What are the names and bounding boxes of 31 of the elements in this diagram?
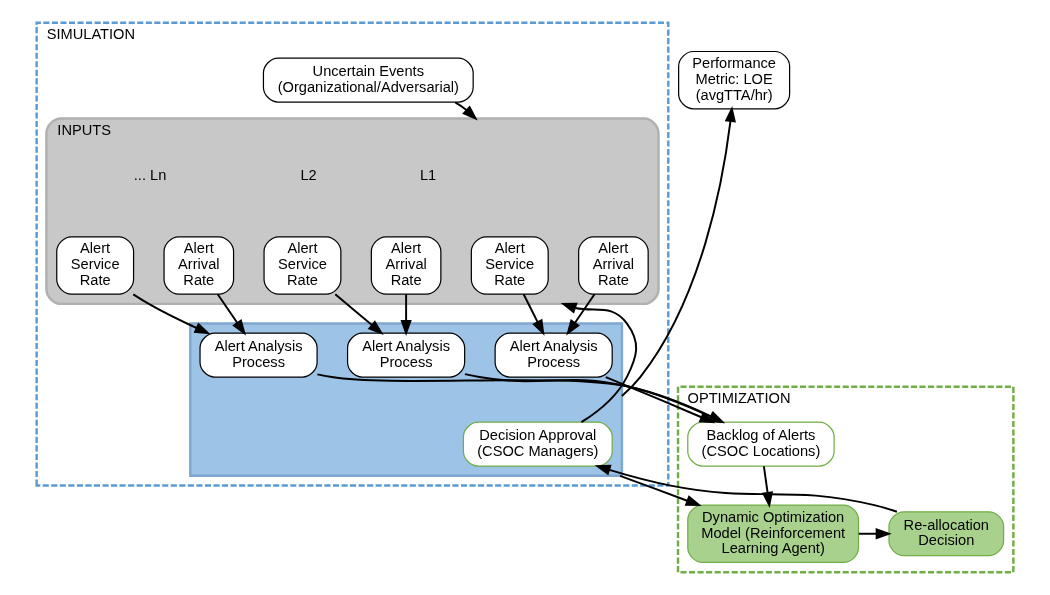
arrow [604, 376, 716, 424]
arrow [132, 293, 211, 335]
node-box: Alert Arrival Rate [370, 236, 442, 295]
node-box: Alert Analysis Process [494, 332, 613, 378]
node-box: Dynamic Optimization Model (Reinforcement Learning Agent) [687, 504, 860, 563]
node-box: Uncertain Events (Organizational/Adversarial) [262, 57, 474, 103]
arrow [857, 528, 892, 540]
node-box: Alert Service Rate [263, 236, 342, 295]
label: L1 [419, 166, 437, 183]
node-box: Performance Metric: LOE (avgTTA/hr) [678, 50, 791, 110]
node-box: Alert Service Rate [56, 236, 135, 295]
arrow [619, 474, 702, 507]
arrow [334, 293, 384, 335]
arrow [620, 105, 736, 397]
node-box: Alert Service Rate [470, 236, 549, 295]
node-box: Decision Approval (CSOC Managers) [462, 421, 613, 467]
node-box: Backlog of Alerts (CSOC Locations) [687, 421, 835, 467]
arrow [216, 293, 246, 336]
node-box: Alert Analysis Process [199, 332, 318, 378]
arrow [566, 293, 596, 336]
label: L2 [300, 166, 317, 183]
arrow [454, 101, 478, 121]
arrow [594, 464, 898, 513]
node-box: Re-allocation Decision [888, 511, 1005, 557]
node-box: Alert Arrival Rate [578, 236, 649, 295]
arrow [400, 293, 412, 337]
arrow [522, 293, 545, 336]
arrow [560, 302, 638, 424]
node-box: Alert Arrival Rate [163, 236, 235, 295]
label: ... Ln [133, 166, 167, 183]
node-box: Alert Analysis Process [346, 332, 466, 378]
